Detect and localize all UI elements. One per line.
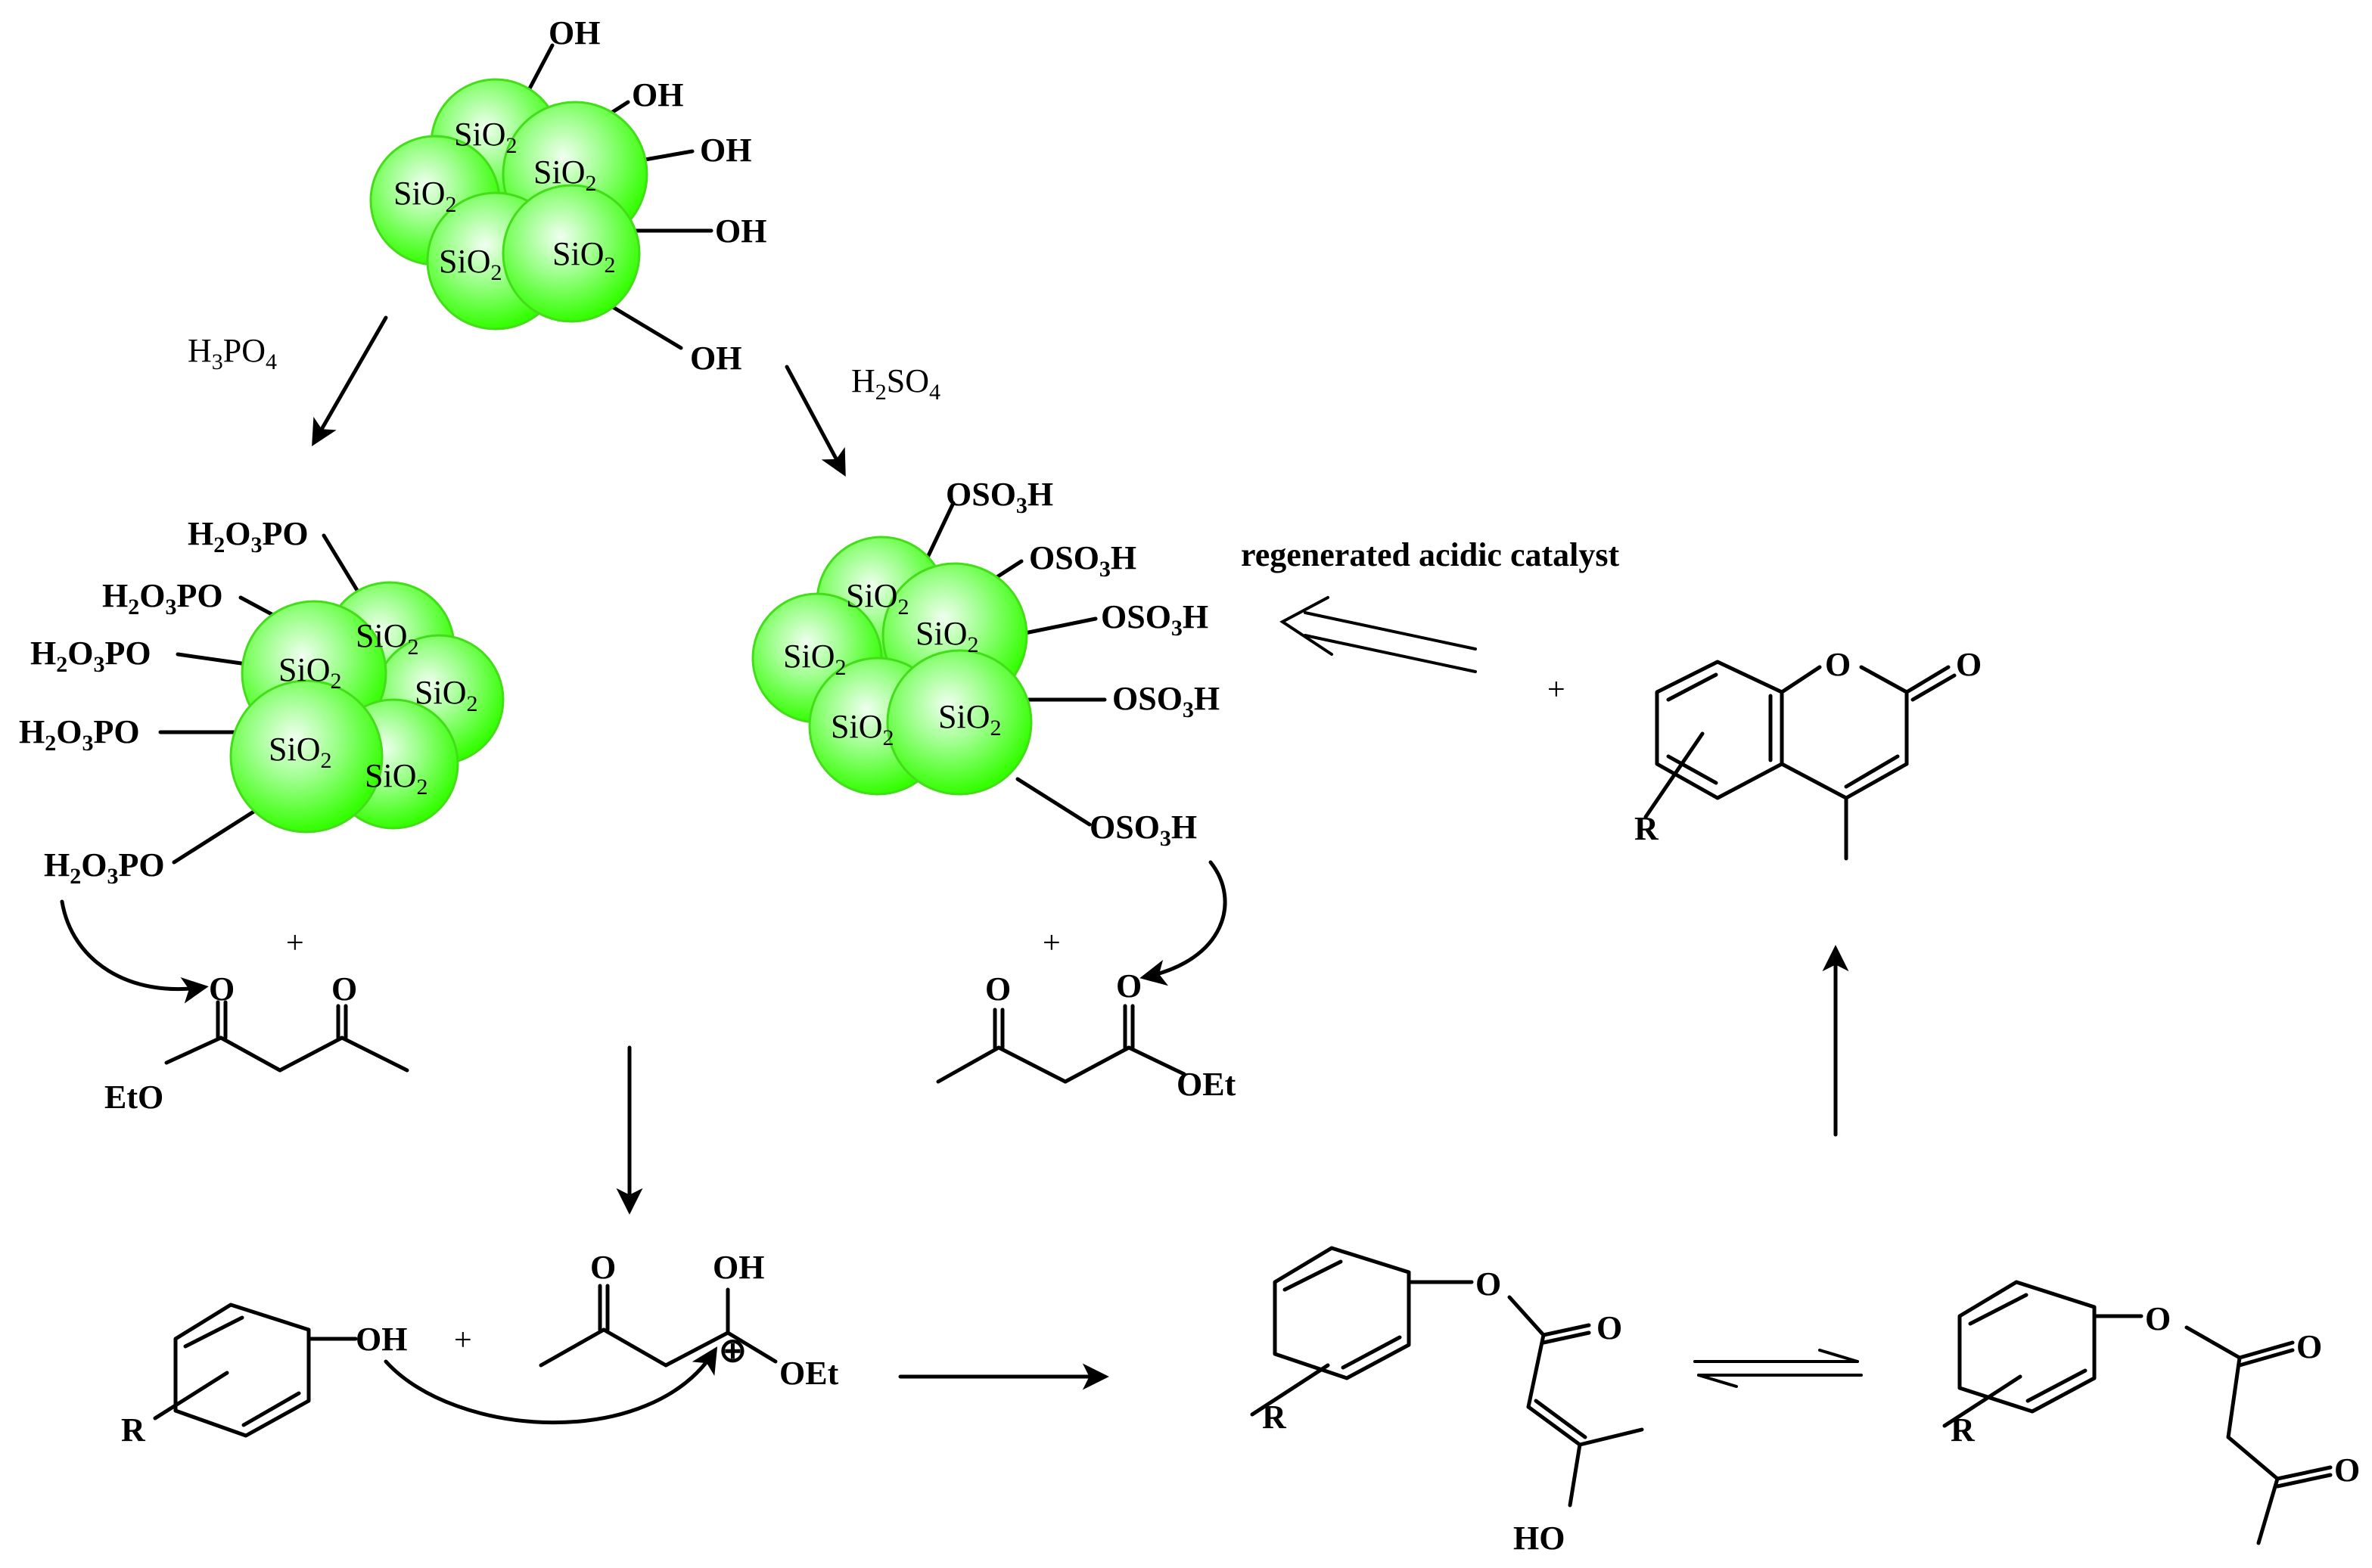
intermediate-oh: OH: [713, 1249, 764, 1286]
silanol-oh: OH: [690, 340, 741, 377]
regeneration-arrow: [1279, 596, 1477, 673]
carbonyl-o: O: [590, 1249, 616, 1286]
cation-symbol: ⊕: [719, 1332, 747, 1369]
bead-label: SiO2: [783, 638, 846, 680]
bead-label: SiO2: [439, 243, 502, 285]
carbonyl-o: O: [1956, 646, 1982, 683]
silanol-oh: OH: [715, 213, 766, 250]
sulfate-group: OSO3H: [1029, 539, 1136, 582]
bead-label: SiO2: [846, 577, 909, 619]
bead-label: SiO2: [269, 731, 331, 773]
bead-label: SiO2: [356, 617, 418, 660]
carbonyl-o: O: [1596, 1309, 1622, 1346]
ester-o: O: [2145, 1300, 2171, 1337]
silanol-oh: OH: [700, 132, 751, 169]
bead-label: SiO2: [552, 235, 615, 278]
carbonyl-o: O: [2296, 1328, 2322, 1365]
plus-sign: +: [454, 1323, 472, 1358]
bead-label: SiO2: [938, 698, 1001, 741]
bead-label: SiO2: [916, 615, 978, 657]
silica-cluster-top: SiO2 SiO2 SiO2 SiO2 SiO2 OH OH OH OH OH: [369, 14, 766, 377]
phosphate-group: H2O3PO: [102, 577, 223, 619]
regenerated-catalyst-label: regenerated acidic catalyst: [1241, 536, 1619, 573]
carbonyl-o: O: [209, 970, 235, 1008]
curved-arrow-attack: [384, 1346, 718, 1425]
bead-label: SiO2: [415, 674, 477, 716]
plus-sign: +: [1043, 926, 1061, 961]
plus-sign: +: [1547, 672, 1565, 707]
r-group: R: [1634, 810, 1659, 847]
silanol-oh: OH: [632, 76, 683, 113]
bead-label: SiO2: [831, 708, 894, 750]
ring-o: O: [1825, 646, 1851, 683]
sulfate-group: OSO3H: [1112, 680, 1220, 722]
enol-ho: HO: [1513, 1520, 1565, 1557]
plus-sign: +: [286, 926, 304, 961]
ethoxy-label: EtO: [104, 1079, 163, 1116]
keto-ester: O O O R: [1942, 1280, 2360, 1545]
phosphate-group: H2O3PO: [19, 713, 140, 756]
ester-o: O: [1475, 1265, 1501, 1303]
coumarin: O O R: [1634, 646, 1982, 861]
enol-ester: O O HO R: [1250, 1246, 1644, 1557]
phenol: OH R: [121, 1303, 407, 1448]
equilibrium-arrows: [1693, 1349, 1863, 1388]
bead-label: SiO2: [393, 175, 456, 217]
intermediate-oet: OEt: [779, 1355, 839, 1392]
r-group: R: [1262, 1399, 1287, 1436]
bead-label: SiO2: [365, 757, 427, 800]
ethoxy-label: OEt: [1177, 1066, 1236, 1103]
bead-label: SiO2: [454, 116, 517, 158]
protonated-intermediate: O OH OEt ⊕: [539, 1249, 839, 1392]
carbonyl-o: O: [1116, 967, 1142, 1004]
phosphate-group: H2O3PO: [188, 515, 309, 557]
ethyl-acetoacetate-middle: O O OEt: [936, 967, 1236, 1103]
arrow-sulfuric: [785, 365, 846, 477]
reagent-h2so4: H2SO4: [851, 362, 940, 405]
arrow-phosphoric: [312, 315, 388, 447]
curved-arrow-left: [60, 899, 209, 1004]
reagent-h3po4: H3PO4: [188, 332, 277, 374]
curved-arrow-middle: [1139, 860, 1227, 986]
carbonyl-o: O: [985, 970, 1011, 1008]
sulfate-group: OSO3H: [1101, 598, 1208, 641]
phosphated-silica: SiO2 SiO2 SiO2 SiO2 SiO2 H2O3PO H2O3PO H…: [19, 515, 505, 889]
phosphate-group: H2O3PO: [44, 846, 165, 889]
bead-label: SiO2: [278, 651, 341, 694]
bead-label: SiO2: [533, 154, 596, 196]
r-group: R: [121, 1411, 146, 1448]
r-group: R: [1951, 1411, 1976, 1448]
sulfate-group: OSO3H: [946, 476, 1053, 518]
ethyl-acetoacetate-left: EtO O O: [104, 970, 409, 1116]
carbonyl-o: O: [331, 970, 357, 1008]
phosphate-group: H2O3PO: [30, 635, 151, 677]
sulfate-group: OSO3H: [1090, 809, 1197, 851]
phenol-oh: OH: [356, 1321, 407, 1358]
sulfated-silica: SiO2 SiO2 SiO2 SiO2 SiO2 OSO3H OSO3H OSO…: [751, 476, 1220, 851]
silanol-oh: OH: [549, 14, 600, 51]
carbonyl-o: O: [2334, 1452, 2360, 1489]
